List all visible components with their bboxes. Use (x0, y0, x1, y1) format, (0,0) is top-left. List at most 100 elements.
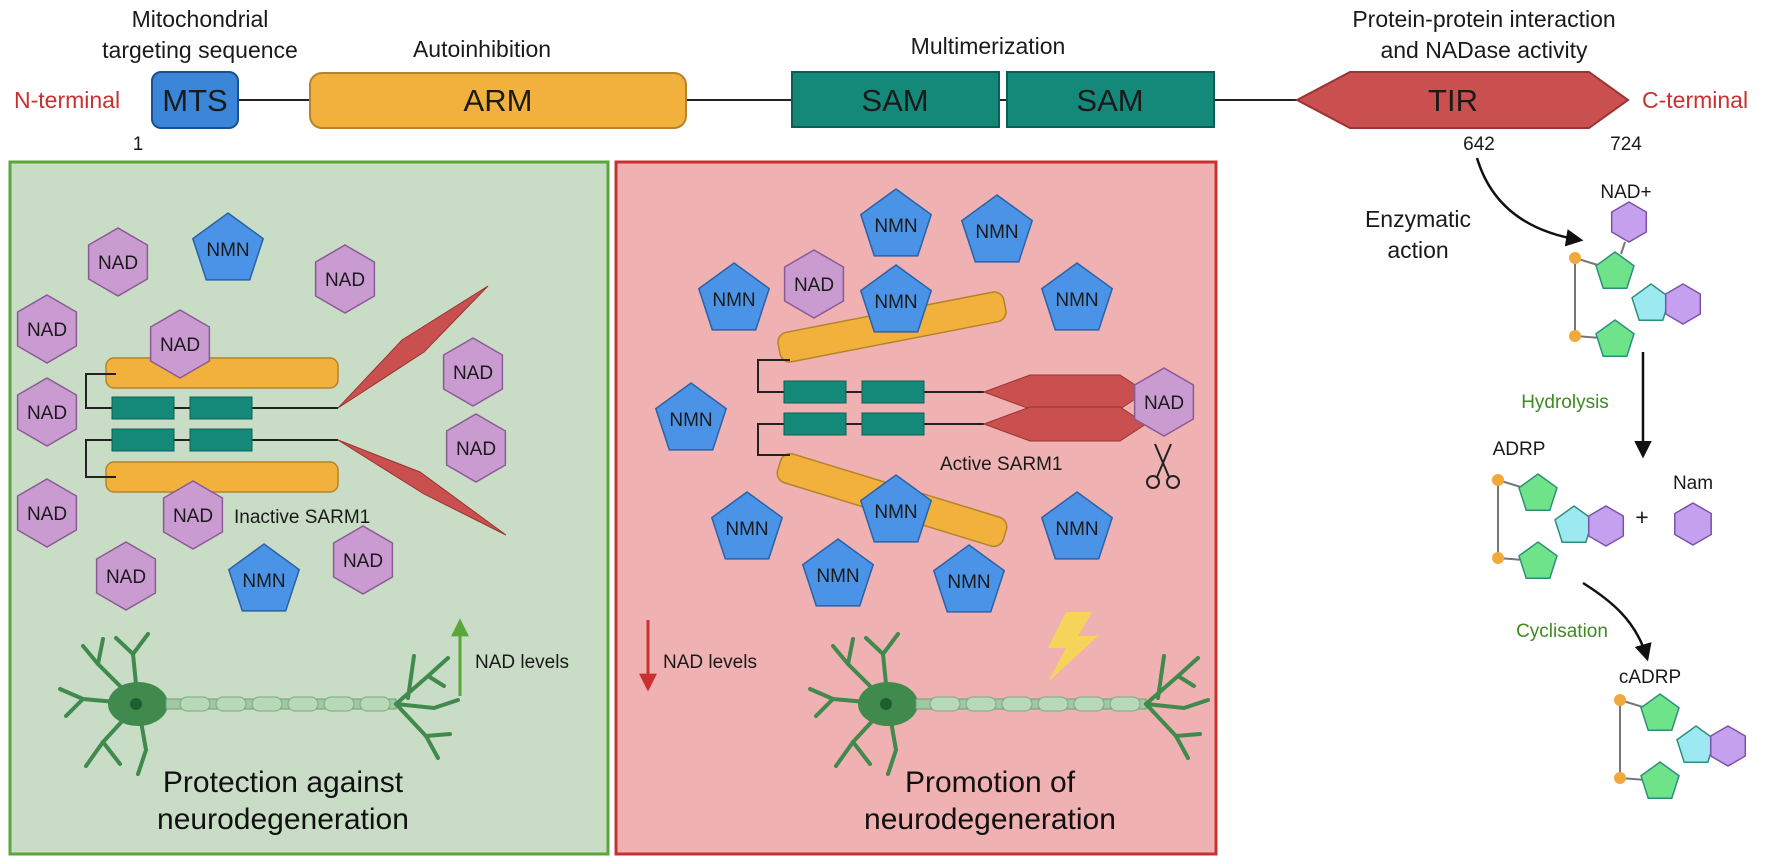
nad-label: NAD (106, 567, 146, 588)
linker-lower (85, 439, 116, 478)
phosphate (1569, 330, 1581, 342)
nam-molecule (1674, 502, 1712, 546)
cadrp-label: cADRP (1619, 667, 1681, 688)
nmn-molecule: NMN (191, 212, 265, 281)
myelin-segment (215, 696, 247, 712)
tir-description-line1: Protein-protein interaction (1352, 6, 1615, 32)
pentagon-shape (859, 264, 933, 333)
outcome-middle-line1: Promotion of (905, 766, 1076, 799)
nmn-molecule: NMN (1040, 491, 1114, 560)
nam-label: Nam (1673, 473, 1713, 494)
nad-label: NAD (1144, 393, 1184, 414)
myelin-segment (359, 696, 391, 712)
hexagon-shape (16, 377, 78, 447)
nad-molecule: NAD (87, 227, 149, 297)
reaction-scheme: Enzymatic action NAD+ Hydrolysis ADRP + … (1365, 157, 1747, 799)
scissors-icon (1146, 443, 1180, 489)
nmn-label: NMN (206, 240, 249, 261)
position-1: 1 (133, 134, 144, 155)
nmn-molecule: NMN (227, 543, 301, 612)
axon-terminal (1176, 674, 1196, 688)
dendrite (64, 697, 85, 718)
dendrite (96, 637, 105, 666)
linker-upper (85, 373, 116, 409)
nad-label: NAD (27, 504, 67, 525)
arm-block-upper (105, 357, 339, 389)
enzymatic-label-line1: Enzymatic (1365, 206, 1471, 232)
arm-domain (309, 72, 687, 129)
pentagon-shape (1040, 491, 1114, 560)
axon-terminal (406, 654, 416, 700)
dendrite (864, 636, 885, 656)
myelin-segment (1073, 696, 1105, 712)
inactive-sarm1-label: Inactive SARM1 (234, 507, 370, 528)
tir-blade-lower (337, 439, 507, 536)
nad-molecule: NAD (16, 478, 78, 548)
nmn-molecule: NMN (960, 194, 1034, 263)
phosphate (1492, 552, 1504, 564)
phosphate (1569, 252, 1581, 264)
pentagon-shape (710, 491, 784, 560)
sam-domain-1-label: SAM (861, 83, 928, 118)
hexagon-shape (1133, 367, 1195, 437)
sam-block (861, 380, 925, 404)
plus-sign: + (1635, 504, 1648, 530)
ribose (1640, 693, 1680, 731)
nmn-label: NMN (816, 566, 859, 587)
nmn-molecule: NMN (859, 264, 933, 333)
hexagon-shape (442, 337, 504, 407)
axon-terminal (1144, 698, 1210, 711)
myelin-segment (1109, 696, 1141, 712)
sam-block (111, 396, 175, 420)
hexagon-shape (783, 249, 845, 319)
nad-molecule: NAD (162, 480, 224, 550)
myelin-segment (251, 696, 283, 712)
nad-molecule: NAD (314, 244, 376, 314)
hexagon-shape (314, 244, 376, 314)
myelin-segment (929, 696, 961, 712)
nad-molecule: NAD (16, 294, 78, 364)
nmn-label: NMN (874, 216, 917, 237)
nad-label: NAD (27, 403, 67, 424)
position-724: 724 (1610, 134, 1642, 155)
adenine-hexagon (1664, 283, 1702, 325)
nad-label: NAD (456, 439, 496, 460)
sam-description: Multimerization (911, 33, 1066, 59)
phosphate (1614, 772, 1626, 784)
nmn-label: NMN (669, 410, 712, 431)
sam-block (783, 412, 847, 436)
pentagon-shape (859, 474, 933, 543)
pentagon-shape (191, 212, 265, 281)
hexagon-shape (16, 294, 78, 364)
nicotinamide (1610, 201, 1648, 243)
nad-levels-label-left: NAD levels (475, 652, 569, 673)
sam-domain-2 (1006, 71, 1215, 128)
mts-domain-label: MTS (162, 83, 227, 118)
adenine-ring (1554, 505, 1594, 543)
myelin-segment (1037, 696, 1069, 712)
arm-domain-label: ARM (464, 83, 533, 118)
axon-terminal (1174, 732, 1202, 738)
nmn-molecule: NMN (859, 474, 933, 543)
dendrite (851, 740, 872, 766)
neuron-healthy (58, 632, 460, 776)
nmn-label: NMN (1055, 290, 1098, 311)
domain-map: Mitochondrial targeting sequence Autoinh… (14, 6, 1748, 155)
nmn-molecule: NMN (654, 382, 728, 451)
nmn-label: NMN (975, 222, 1018, 243)
axon-terminal (394, 698, 460, 711)
pentagon-shape (801, 538, 875, 607)
ribose (1640, 761, 1680, 799)
bond (1620, 241, 1626, 255)
sam-block (189, 396, 253, 420)
adenine-ring (1676, 725, 1716, 763)
hexagon-shape (87, 227, 149, 297)
hexagon-shape (149, 309, 211, 379)
ribose (1595, 251, 1635, 289)
enzymatic-label-line2: action (1387, 237, 1448, 263)
hexagon-shape (16, 478, 78, 548)
